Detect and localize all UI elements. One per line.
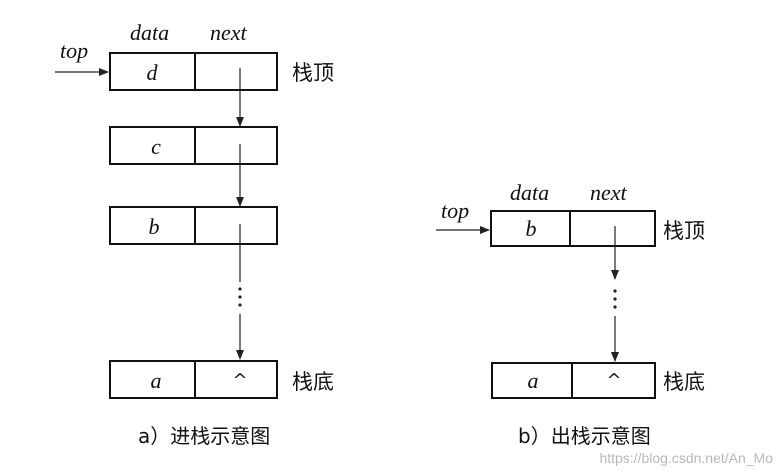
next-cell	[194, 126, 278, 165]
null-pointer-symbol: ^	[606, 370, 621, 391]
right-header-data: data	[510, 180, 549, 205]
left-stack-top-label: 栈顶	[292, 61, 334, 85]
next-cell	[569, 210, 656, 247]
next-cell	[194, 206, 278, 245]
next-cell	[194, 360, 278, 399]
right-top-pointer-label: top	[441, 198, 469, 223]
right-caption: b）出栈示意图	[518, 424, 651, 448]
left-top-pointer-label: top	[60, 38, 88, 63]
right-stack-bottom-label: 栈底	[663, 370, 705, 394]
next-cell	[194, 52, 278, 91]
data-cell	[491, 362, 573, 399]
left-caption: a）进栈示意图	[138, 424, 270, 448]
left-node-c: c	[109, 126, 278, 165]
right-node-a: a ^	[491, 362, 656, 399]
left-node-b: b	[109, 206, 278, 245]
pop-diagram: data next top b 栈顶 a	[436, 180, 705, 448]
node-data-label: d	[147, 60, 159, 85]
ellipsis-dots	[613, 289, 617, 309]
left-node-a: a ^	[109, 360, 278, 399]
right-stack-top-label: 栈顶	[663, 219, 705, 243]
data-cell	[490, 210, 571, 247]
left-stack-bottom-label: 栈底	[292, 370, 334, 394]
watermark: https://blog.csdn.net/An_Mo	[599, 450, 773, 466]
left-node-d: d	[109, 52, 278, 91]
right-node-b: b	[490, 210, 656, 247]
node-data-label: c	[151, 134, 161, 159]
node-data-label: a	[151, 368, 162, 393]
next-cell	[571, 362, 656, 399]
node-data-label: a	[528, 368, 539, 393]
ellipsis-dots	[238, 287, 242, 307]
left-header-next: next	[210, 20, 248, 45]
data-cell	[109, 206, 196, 245]
push-diagram: data next top d 栈顶 c	[55, 20, 334, 448]
right-header-next: next	[590, 180, 628, 205]
node-data-label: b	[149, 214, 160, 239]
null-pointer-symbol: ^	[232, 370, 247, 391]
left-header-data: data	[130, 20, 169, 45]
node-data-label: b	[526, 216, 537, 241]
